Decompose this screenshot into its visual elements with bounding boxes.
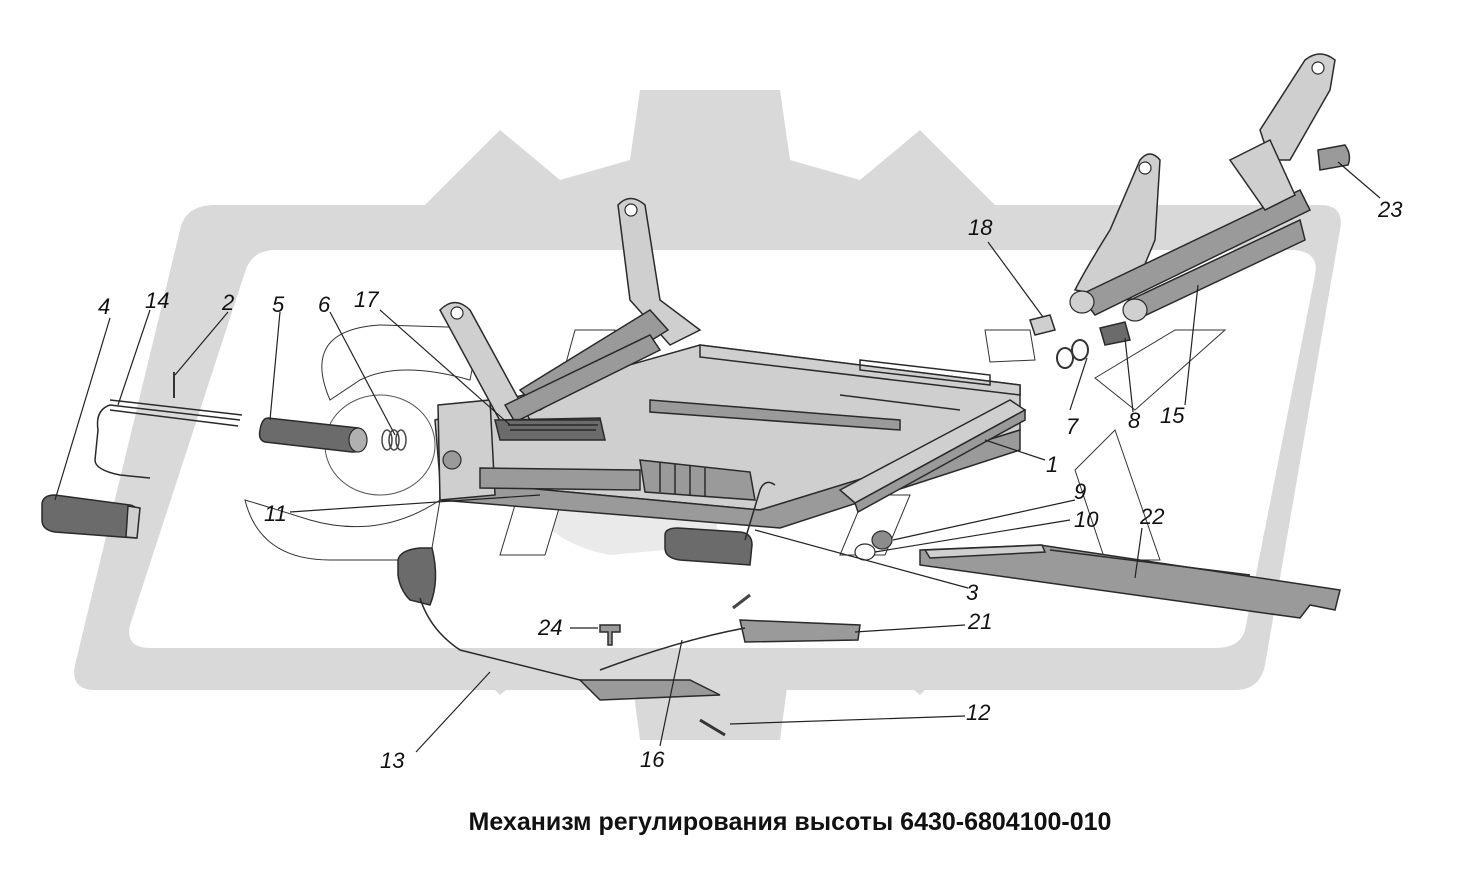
callout-11: 11 bbox=[264, 501, 287, 526]
callout-23: 23 bbox=[1377, 197, 1403, 222]
callout-3: 3 bbox=[966, 580, 979, 605]
part-22-rail bbox=[919, 544, 1341, 619]
callout-6: 6 bbox=[318, 292, 331, 317]
part-3-handle bbox=[664, 527, 753, 566]
callout-13: 13 bbox=[380, 748, 405, 773]
callout-12: 12 bbox=[966, 700, 990, 725]
callout-18: 18 bbox=[968, 215, 993, 240]
callout-21: 21 bbox=[967, 609, 992, 634]
callout-22: 22 bbox=[1139, 504, 1164, 529]
callout-7: 7 bbox=[1066, 414, 1079, 439]
part-24-screw bbox=[599, 624, 621, 646]
part-23-bolt bbox=[1317, 144, 1351, 171]
part-21-plate bbox=[739, 619, 861, 643]
diagram-caption: Механизм регулирования высоты 6430-68041… bbox=[468, 808, 1112, 836]
callout-4: 4 bbox=[98, 294, 110, 319]
part-14-bent-rod bbox=[94, 404, 241, 479]
callout-15: 15 bbox=[1160, 403, 1185, 428]
callout-5: 5 bbox=[272, 292, 285, 317]
callout-14: 14 bbox=[145, 288, 169, 313]
callout-16: 16 bbox=[640, 747, 665, 772]
callout-1: 1 bbox=[1046, 452, 1058, 477]
callout-24: 24 bbox=[537, 615, 562, 640]
callout-2: 2 bbox=[221, 290, 234, 315]
part-9-bushing bbox=[871, 530, 893, 550]
part-7-snap-ring bbox=[1056, 347, 1074, 369]
callout-labels: 1 2 3 4 5 6 7 8 9 10 11 12 13 14 15 16 1… bbox=[98, 197, 1403, 773]
callout-17: 17 bbox=[354, 287, 379, 312]
callout-9: 9 bbox=[1074, 479, 1086, 504]
front-arms bbox=[439, 197, 702, 441]
parts bbox=[41, 53, 1351, 737]
callout-10: 10 bbox=[1074, 507, 1099, 532]
leader-lines bbox=[54, 161, 1381, 753]
part-16-cable bbox=[599, 627, 746, 671]
part-8-pin bbox=[1099, 321, 1131, 346]
part-13-lever bbox=[397, 547, 437, 606]
part-6-spring bbox=[381, 429, 407, 451]
part-12-pin bbox=[699, 718, 726, 737]
callout-8: 8 bbox=[1128, 408, 1141, 433]
part-15-rear-frame bbox=[1069, 53, 1336, 322]
part-11-tube bbox=[479, 467, 641, 491]
